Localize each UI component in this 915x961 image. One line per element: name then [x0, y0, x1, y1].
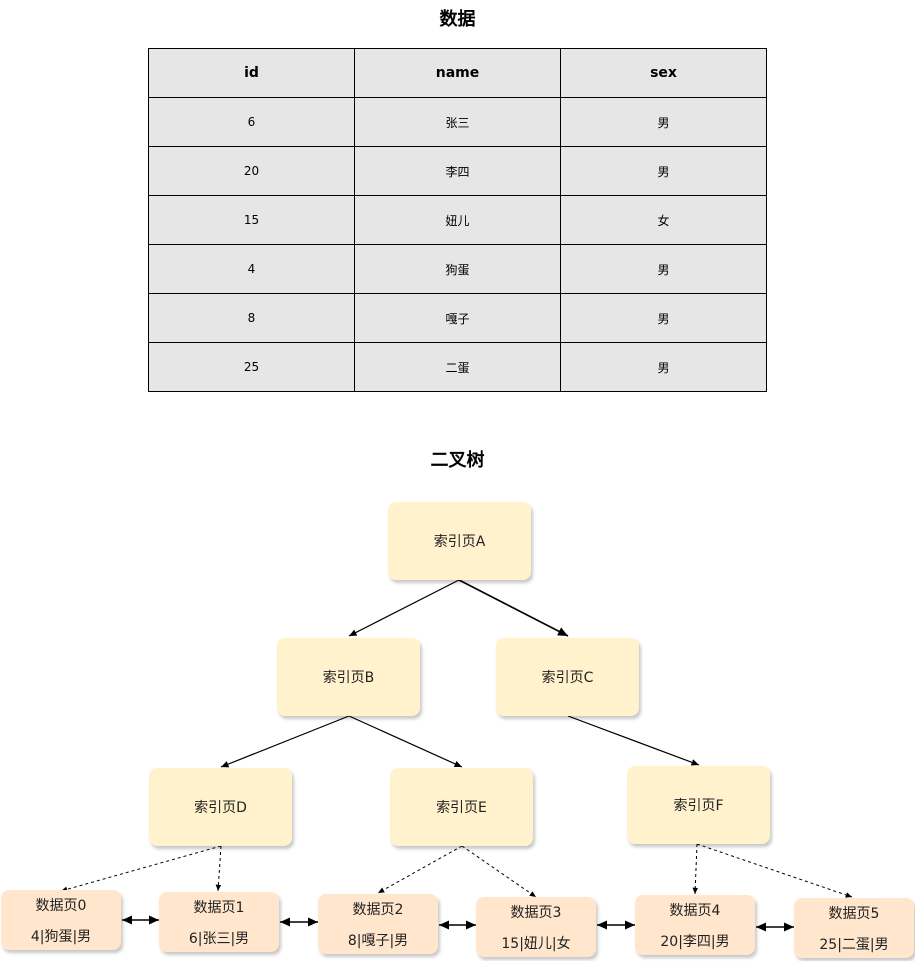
edge-f-page5	[696, 843, 853, 898]
cell-id: 25	[148, 342, 355, 392]
index-page-f: 索引页F	[627, 766, 770, 844]
data-page-name: 数据页5	[828, 906, 880, 922]
cell-name: 李四	[354, 146, 561, 196]
edge-f-page4	[692, 843, 699, 895]
data-page-record: 4|狗蛋|男	[30, 929, 92, 945]
cell-sex: 男	[560, 293, 767, 343]
data-page-record: 25|二蛋|男	[819, 937, 889, 953]
cell-sex: 男	[560, 97, 767, 147]
cell-id: 15	[148, 195, 355, 245]
data-page-record: 8|嘎子|男	[347, 933, 409, 949]
data-page-record: 20|李四|男	[660, 934, 730, 950]
data-page-0: 数据页0 4|狗蛋|男	[1, 890, 121, 950]
index-page-a: 索引页A	[388, 502, 531, 580]
data-page-5: 数据页5 25|二蛋|男	[794, 898, 914, 958]
cell-name: 妞儿	[354, 195, 561, 245]
cell-sex: 男	[560, 146, 767, 196]
cell-id: 6	[148, 97, 355, 147]
data-page-1: 数据页1 6|张三|男	[159, 892, 279, 952]
edge-b-d	[220, 715, 350, 768]
cell-sex: 男	[560, 244, 767, 294]
data-page-name: 数据页4	[669, 903, 721, 919]
data-page-name: 数据页0	[35, 898, 87, 914]
data-page-record: 6|张三|男	[188, 931, 250, 947]
data-page-record: 15|妞儿|女	[501, 936, 571, 952]
data-page-name: 数据页1	[193, 900, 245, 916]
edge-d-page1	[215, 845, 222, 892]
table-row: 4 狗蛋 男	[148, 244, 767, 294]
data-page-2: 数据页2 8|嘎子|男	[318, 894, 438, 954]
index-page-b: 索引页B	[277, 638, 420, 716]
data-page-3: 数据页3 15|妞儿|女	[476, 897, 596, 957]
cell-sex: 男	[560, 342, 767, 392]
table-row: 25 二蛋 男	[148, 342, 767, 392]
edge-a-b	[348, 579, 460, 637]
index-page-e: 索引页E	[390, 768, 533, 846]
table-row: 20 李四 男	[148, 146, 767, 196]
edge-b-e	[348, 715, 463, 768]
cell-name: 张三	[354, 97, 561, 147]
cell-name: 嘎子	[354, 293, 561, 343]
index-page-c: 索引页C	[496, 638, 639, 716]
edge-e-page3	[461, 845, 537, 898]
cell-name: 二蛋	[354, 342, 561, 392]
edge-c-f	[567, 715, 700, 766]
edge-e-page2	[377, 845, 463, 894]
column-header-sex: sex	[560, 48, 767, 98]
data-table: id name sex 6 张三 男 20 李四 男 15 妞儿 女 4 狗蛋 …	[148, 48, 767, 392]
edge-a-c	[458, 579, 569, 637]
table-row: 6 张三 男	[148, 97, 767, 147]
tree-title: 二叉树	[430, 450, 485, 471]
cell-id: 4	[148, 244, 355, 294]
data-page-4: 数据页4 20|李四|男	[635, 895, 755, 955]
data-page-name: 数据页2	[352, 902, 404, 918]
table-header-row: id name sex	[148, 48, 767, 98]
data-page-name: 数据页3	[510, 905, 562, 921]
cell-id: 20	[148, 146, 355, 196]
column-header-name: name	[354, 48, 561, 98]
index-page-d: 索引页D	[149, 768, 292, 846]
table-title: 数据	[439, 9, 476, 30]
edge-d-page0	[60, 845, 222, 892]
